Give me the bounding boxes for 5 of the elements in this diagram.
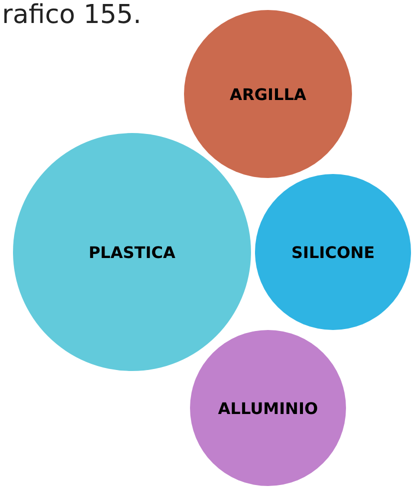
bubble-label: SILICONE <box>291 242 375 262</box>
bubble-label: ALLUMINIO <box>218 398 318 418</box>
bubble-label: ARGILLA <box>230 84 306 104</box>
heading-text: rafico 155. <box>2 0 142 30</box>
bubble-label: PLASTICA <box>88 242 176 262</box>
